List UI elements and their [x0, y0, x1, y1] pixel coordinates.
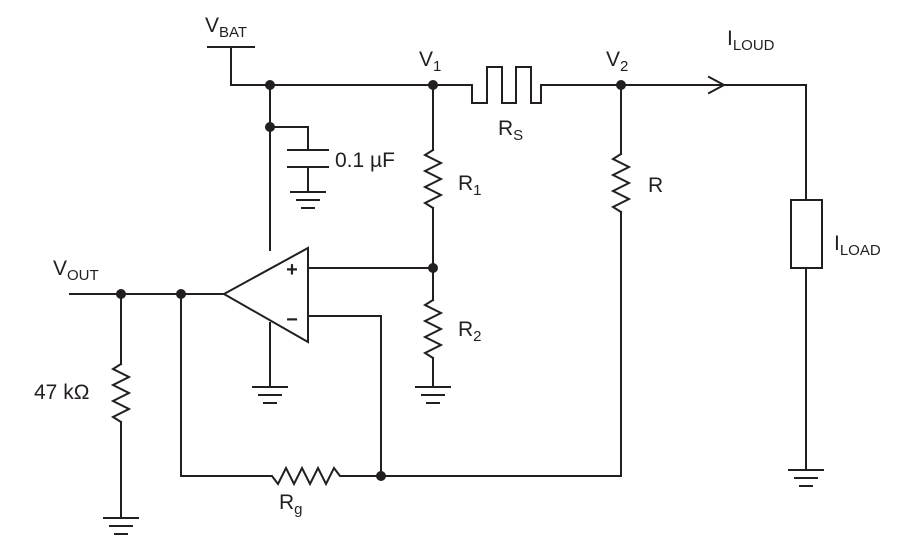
- label-iload: ILOAD: [834, 232, 881, 259]
- vbat-rail: [207, 46, 473, 86]
- r2-ground-icon: [415, 386, 451, 404]
- junction-v1: [428, 80, 438, 90]
- opamp-triangle: [221, 246, 309, 344]
- label-iloud: ILOUD: [727, 27, 775, 54]
- load-box: [790, 199, 823, 269]
- junction-v2: [616, 80, 626, 90]
- vbat-wire: [230, 46, 473, 86]
- label-vbat: VBAT: [205, 14, 247, 41]
- v2-to-load-wire: [540, 84, 807, 201]
- load-resistor-47k: [103, 293, 139, 535]
- r2-zigzag: [422, 298, 444, 360]
- junction-cap: [265, 122, 275, 132]
- r-to-feedback-wire: [380, 211, 622, 477]
- load-ground-icon: [788, 469, 824, 487]
- label-rg: Rg: [279, 491, 303, 518]
- opamp-plus-sign: +: [286, 259, 298, 281]
- label-r1: R1: [458, 172, 482, 199]
- junction-vout: [116, 289, 126, 299]
- opamp-minus-sign: −: [286, 309, 298, 331]
- r47k-ground-icon: [103, 517, 139, 535]
- label-r: R: [648, 174, 663, 197]
- label-rs: RS: [498, 117, 523, 144]
- junction-dots: [116, 80, 626, 481]
- r47k-zigzag: [110, 362, 132, 424]
- cap-ground-icon: [290, 191, 326, 209]
- junction-divider: [428, 263, 438, 273]
- v2-load-branch: [540, 75, 824, 487]
- current-arrow-icon: [707, 75, 727, 95]
- r1-zigzag: [422, 148, 444, 210]
- rs-square-wave: [471, 66, 542, 104]
- sense-resistor-rs: [471, 66, 542, 104]
- rg-path: [180, 293, 382, 487]
- op-amp: + −: [221, 246, 309, 344]
- opamp-ground-icon: [252, 386, 288, 404]
- cap-wire-top: [269, 126, 309, 151]
- junction-feedback-node: [376, 471, 386, 481]
- label-v2: V2: [606, 48, 628, 75]
- resistor-r-branch: [380, 84, 632, 477]
- divider-r1-r2: [307, 84, 451, 404]
- bypass-capacitor: [269, 126, 329, 209]
- label-capacitor: 0.1 µF: [335, 149, 395, 172]
- label-r2: R2: [458, 318, 482, 345]
- junction-feedback-out: [176, 289, 186, 299]
- minus-input-wire: [307, 315, 382, 477]
- label-v1: V1: [419, 48, 441, 75]
- junction-vbat: [265, 80, 275, 90]
- label-47k: 47 kΩ: [34, 381, 89, 404]
- label-vout: VOUT: [53, 257, 99, 284]
- feedback-resistor-rg: [180, 293, 382, 487]
- r-zigzag: [610, 152, 632, 214]
